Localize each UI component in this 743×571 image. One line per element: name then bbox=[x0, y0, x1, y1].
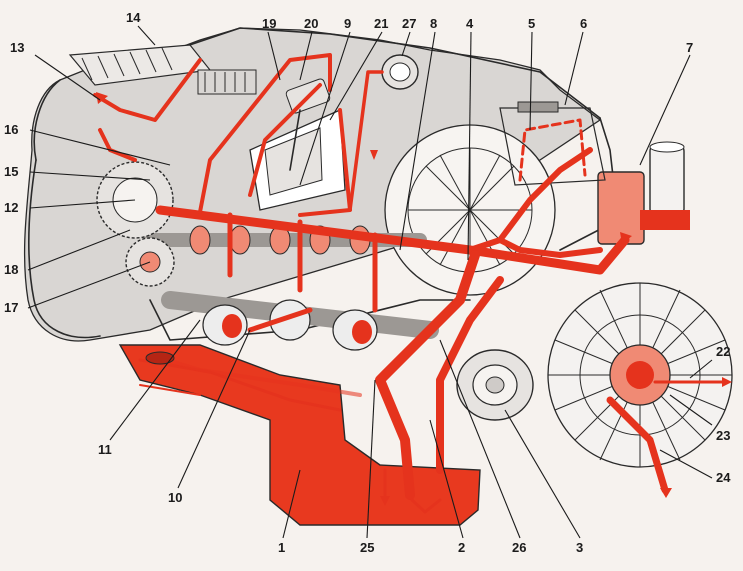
leader-10 bbox=[177, 329, 251, 489]
leader-14 bbox=[137, 25, 156, 46]
leader-25 bbox=[366, 379, 376, 539]
callout-6: 6 bbox=[580, 16, 587, 31]
pulley bbox=[456, 349, 534, 421]
callout-22: 22 bbox=[716, 344, 730, 359]
callout-27: 27 bbox=[402, 16, 416, 31]
pressure-gauge-icon bbox=[381, 54, 419, 90]
callout-3: 3 bbox=[576, 540, 583, 555]
leader-16 bbox=[29, 129, 171, 166]
callout-1: 1 bbox=[278, 540, 285, 555]
callout-2: 2 bbox=[458, 540, 465, 555]
leader-9 bbox=[299, 31, 351, 186]
leader-8 bbox=[399, 31, 436, 251]
callout-13: 13 bbox=[10, 40, 24, 55]
callout-4: 4 bbox=[466, 16, 474, 31]
leader-11 bbox=[109, 319, 201, 441]
callout-21: 21 bbox=[374, 16, 388, 31]
leader-3 bbox=[504, 409, 581, 539]
callout-20: 20 bbox=[304, 16, 318, 31]
leader-2 bbox=[429, 419, 464, 539]
leader-13 bbox=[34, 54, 101, 101]
leader-lines bbox=[27, 25, 713, 539]
callout-12: 12 bbox=[4, 200, 18, 215]
callout-26: 26 bbox=[512, 540, 526, 555]
leader-6 bbox=[564, 31, 584, 106]
leader-15 bbox=[29, 171, 151, 181]
flow-arrow-icon bbox=[96, 92, 732, 506]
leader-17 bbox=[27, 261, 151, 309]
leader-18 bbox=[27, 229, 131, 271]
leader-22 bbox=[689, 359, 713, 379]
callout-11: 11 bbox=[98, 442, 112, 457]
oil-circuit bbox=[93, 53, 727, 514]
callout-18: 18 bbox=[4, 262, 18, 277]
leader-1 bbox=[282, 469, 301, 539]
leader-4 bbox=[467, 31, 472, 261]
leader-24 bbox=[659, 449, 713, 479]
leader-27 bbox=[401, 31, 411, 57]
callout-5: 5 bbox=[528, 16, 535, 31]
callout-7: 7 bbox=[686, 40, 693, 55]
leader-12 bbox=[29, 199, 136, 209]
callout-labels: 1 2 3 4 5 6 7 8 9 10 11 12 13 14 15 16 1… bbox=[4, 10, 731, 555]
callout-14: 14 bbox=[126, 10, 141, 25]
callout-25: 25 bbox=[360, 540, 374, 555]
callout-17: 17 bbox=[4, 300, 18, 315]
callout-15: 15 bbox=[4, 164, 18, 179]
leader-7 bbox=[639, 54, 691, 166]
leader-23 bbox=[669, 394, 713, 426]
leader-21 bbox=[329, 31, 383, 121]
oil-pan bbox=[118, 344, 481, 526]
callout-16: 16 bbox=[4, 122, 18, 137]
leader-5 bbox=[529, 31, 533, 131]
callout-10: 10 bbox=[168, 490, 182, 505]
leader-19 bbox=[267, 31, 281, 81]
callout-9: 9 bbox=[344, 16, 351, 31]
cylinder-head bbox=[68, 44, 257, 95]
leader-26 bbox=[439, 339, 521, 539]
callout-19: 19 bbox=[262, 16, 276, 31]
callout-23: 23 bbox=[716, 428, 730, 443]
cylinder-piston bbox=[249, 78, 346, 211]
callout-8: 8 bbox=[430, 16, 437, 31]
cooling-fan-icon bbox=[547, 282, 733, 468]
oil-cooler bbox=[499, 101, 606, 186]
callout-24: 24 bbox=[716, 470, 731, 485]
leader-20 bbox=[299, 31, 313, 81]
